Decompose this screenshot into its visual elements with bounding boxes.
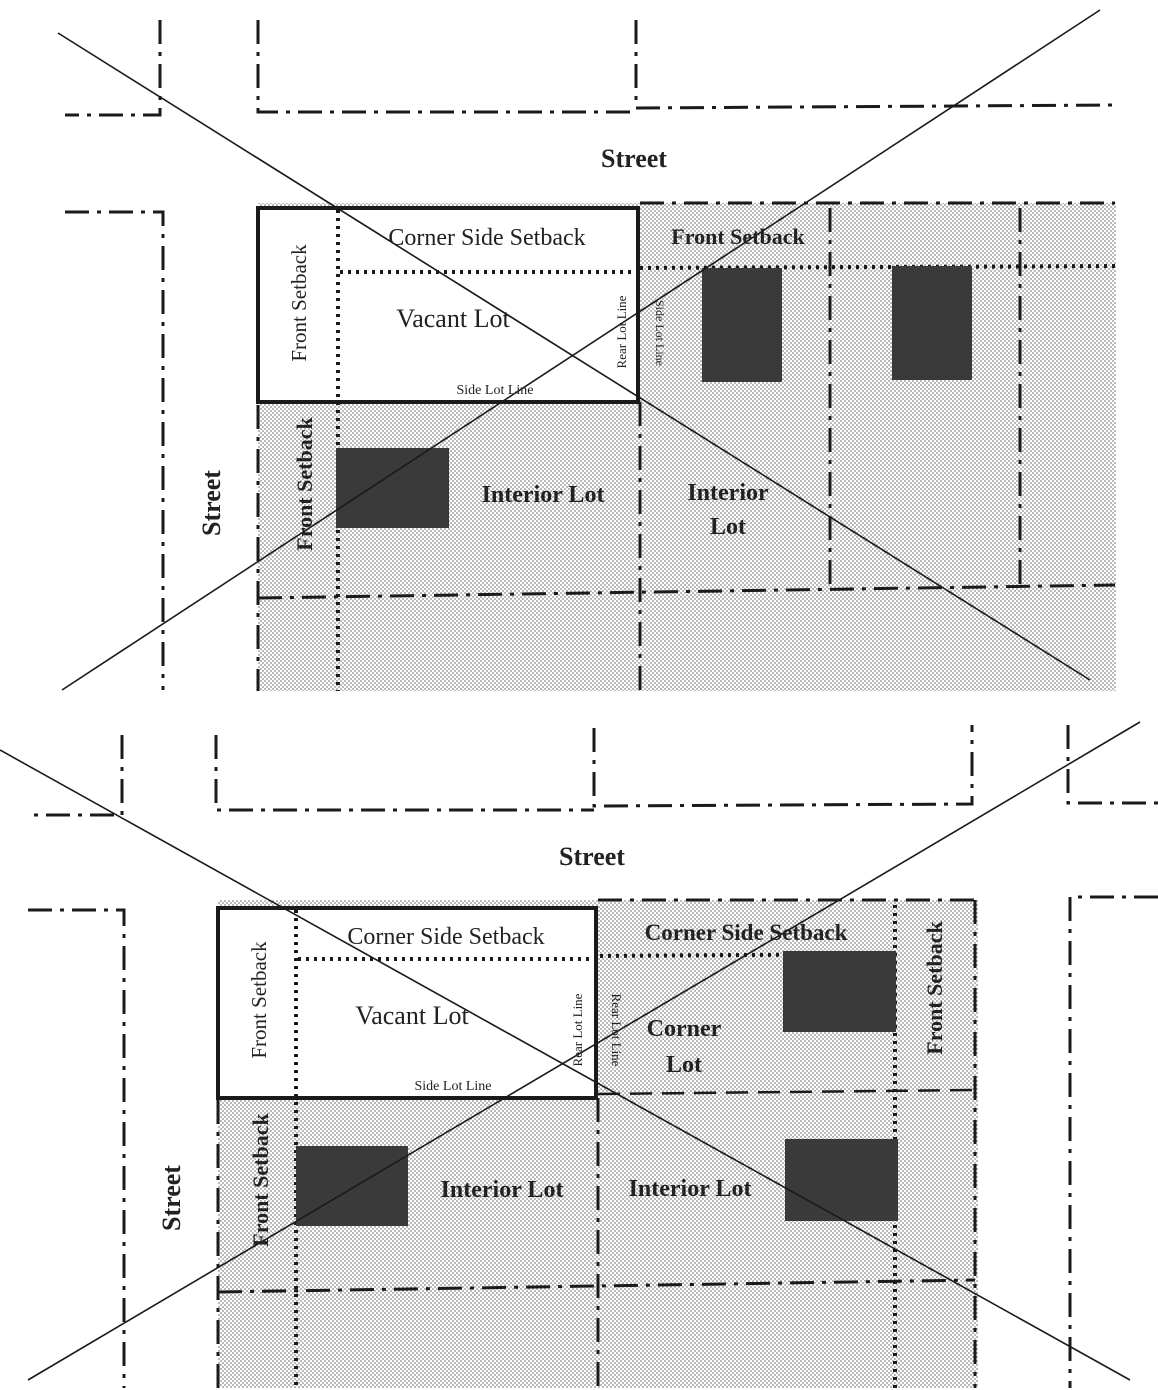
diagram-2: Street Street Front Setback Corner Side … [0, 721, 1158, 1388]
vacant-lot-2-area [218, 908, 596, 1098]
rear-lot-line-label-2: Rear Lot Line [570, 993, 585, 1066]
front-setback-label-vacant-2: Front Setback [247, 941, 271, 1059]
cross-out-1 [57, 9, 1101, 691]
right-of-way-lines-2 [28, 725, 1158, 1388]
corner-lot-line2: Lot [666, 1052, 702, 1078]
front-setback-label-lower-1: Front Setback [292, 417, 317, 551]
front-setback-label-right-2: Front Setback [922, 921, 947, 1055]
side-lot-line-label-2: Side Lot Line [415, 1079, 492, 1094]
vacant-lot-2-outline [216, 906, 598, 1100]
vacant-lot-1-outline [256, 206, 640, 404]
street-label-left-2: Street [157, 1165, 186, 1231]
building-1b [892, 266, 972, 380]
cross-out-2 [0, 721, 1141, 1381]
building-2a [783, 951, 896, 1032]
vacant-lot-label-2: Vacant Lot [355, 1001, 469, 1030]
building-1a [702, 268, 782, 382]
side-lot-line-label-1: Side Lot Line [457, 383, 534, 398]
vacant-lot-1-area [258, 208, 638, 402]
corner-side-setback-label-right-2: Corner Side Setback [645, 920, 848, 945]
rear-lot-line-label-1: Rear Lot Line [614, 295, 629, 368]
street-label-top-1: Street [601, 144, 667, 173]
front-setback-label-right-1: Front Setback [671, 224, 805, 249]
front-setback-label-lower-2: Front Setback [248, 1113, 273, 1247]
vacant-lot-label-1: Vacant Lot [396, 304, 510, 333]
street-label-top-2: Street [559, 842, 625, 871]
corner-lot-line1: Corner [647, 1016, 722, 1042]
front-setback-label-vacant-1: Front Setback [287, 244, 311, 362]
corner-side-setback-label-1: Corner Side Setback [388, 225, 585, 251]
street-label-left-1: Street [197, 470, 226, 536]
interior-lot-label-2b: Interior Lot [629, 1176, 752, 1202]
interior-lot-1b-line1: Interior [687, 480, 769, 506]
building-1c [336, 448, 449, 528]
interior-lot-label-1a: Interior Lot [482, 482, 605, 508]
building-2b [296, 1146, 408, 1226]
interior-lot-1b-line2: Lot [710, 514, 746, 540]
side-lot-line-vertical-label-1: Side Lot Line [653, 300, 667, 366]
building-2c [785, 1139, 898, 1221]
rear-lot-line-vertical-label-2: Rear Lot Line [609, 994, 624, 1067]
corner-side-setback-label-2: Corner Side Setback [347, 924, 544, 950]
right-of-way-lines-1 [65, 20, 1116, 691]
diagram-1: Street Street Front Setback Corner Side … [57, 9, 1116, 691]
interior-lot-label-2a: Interior Lot [441, 1177, 564, 1203]
